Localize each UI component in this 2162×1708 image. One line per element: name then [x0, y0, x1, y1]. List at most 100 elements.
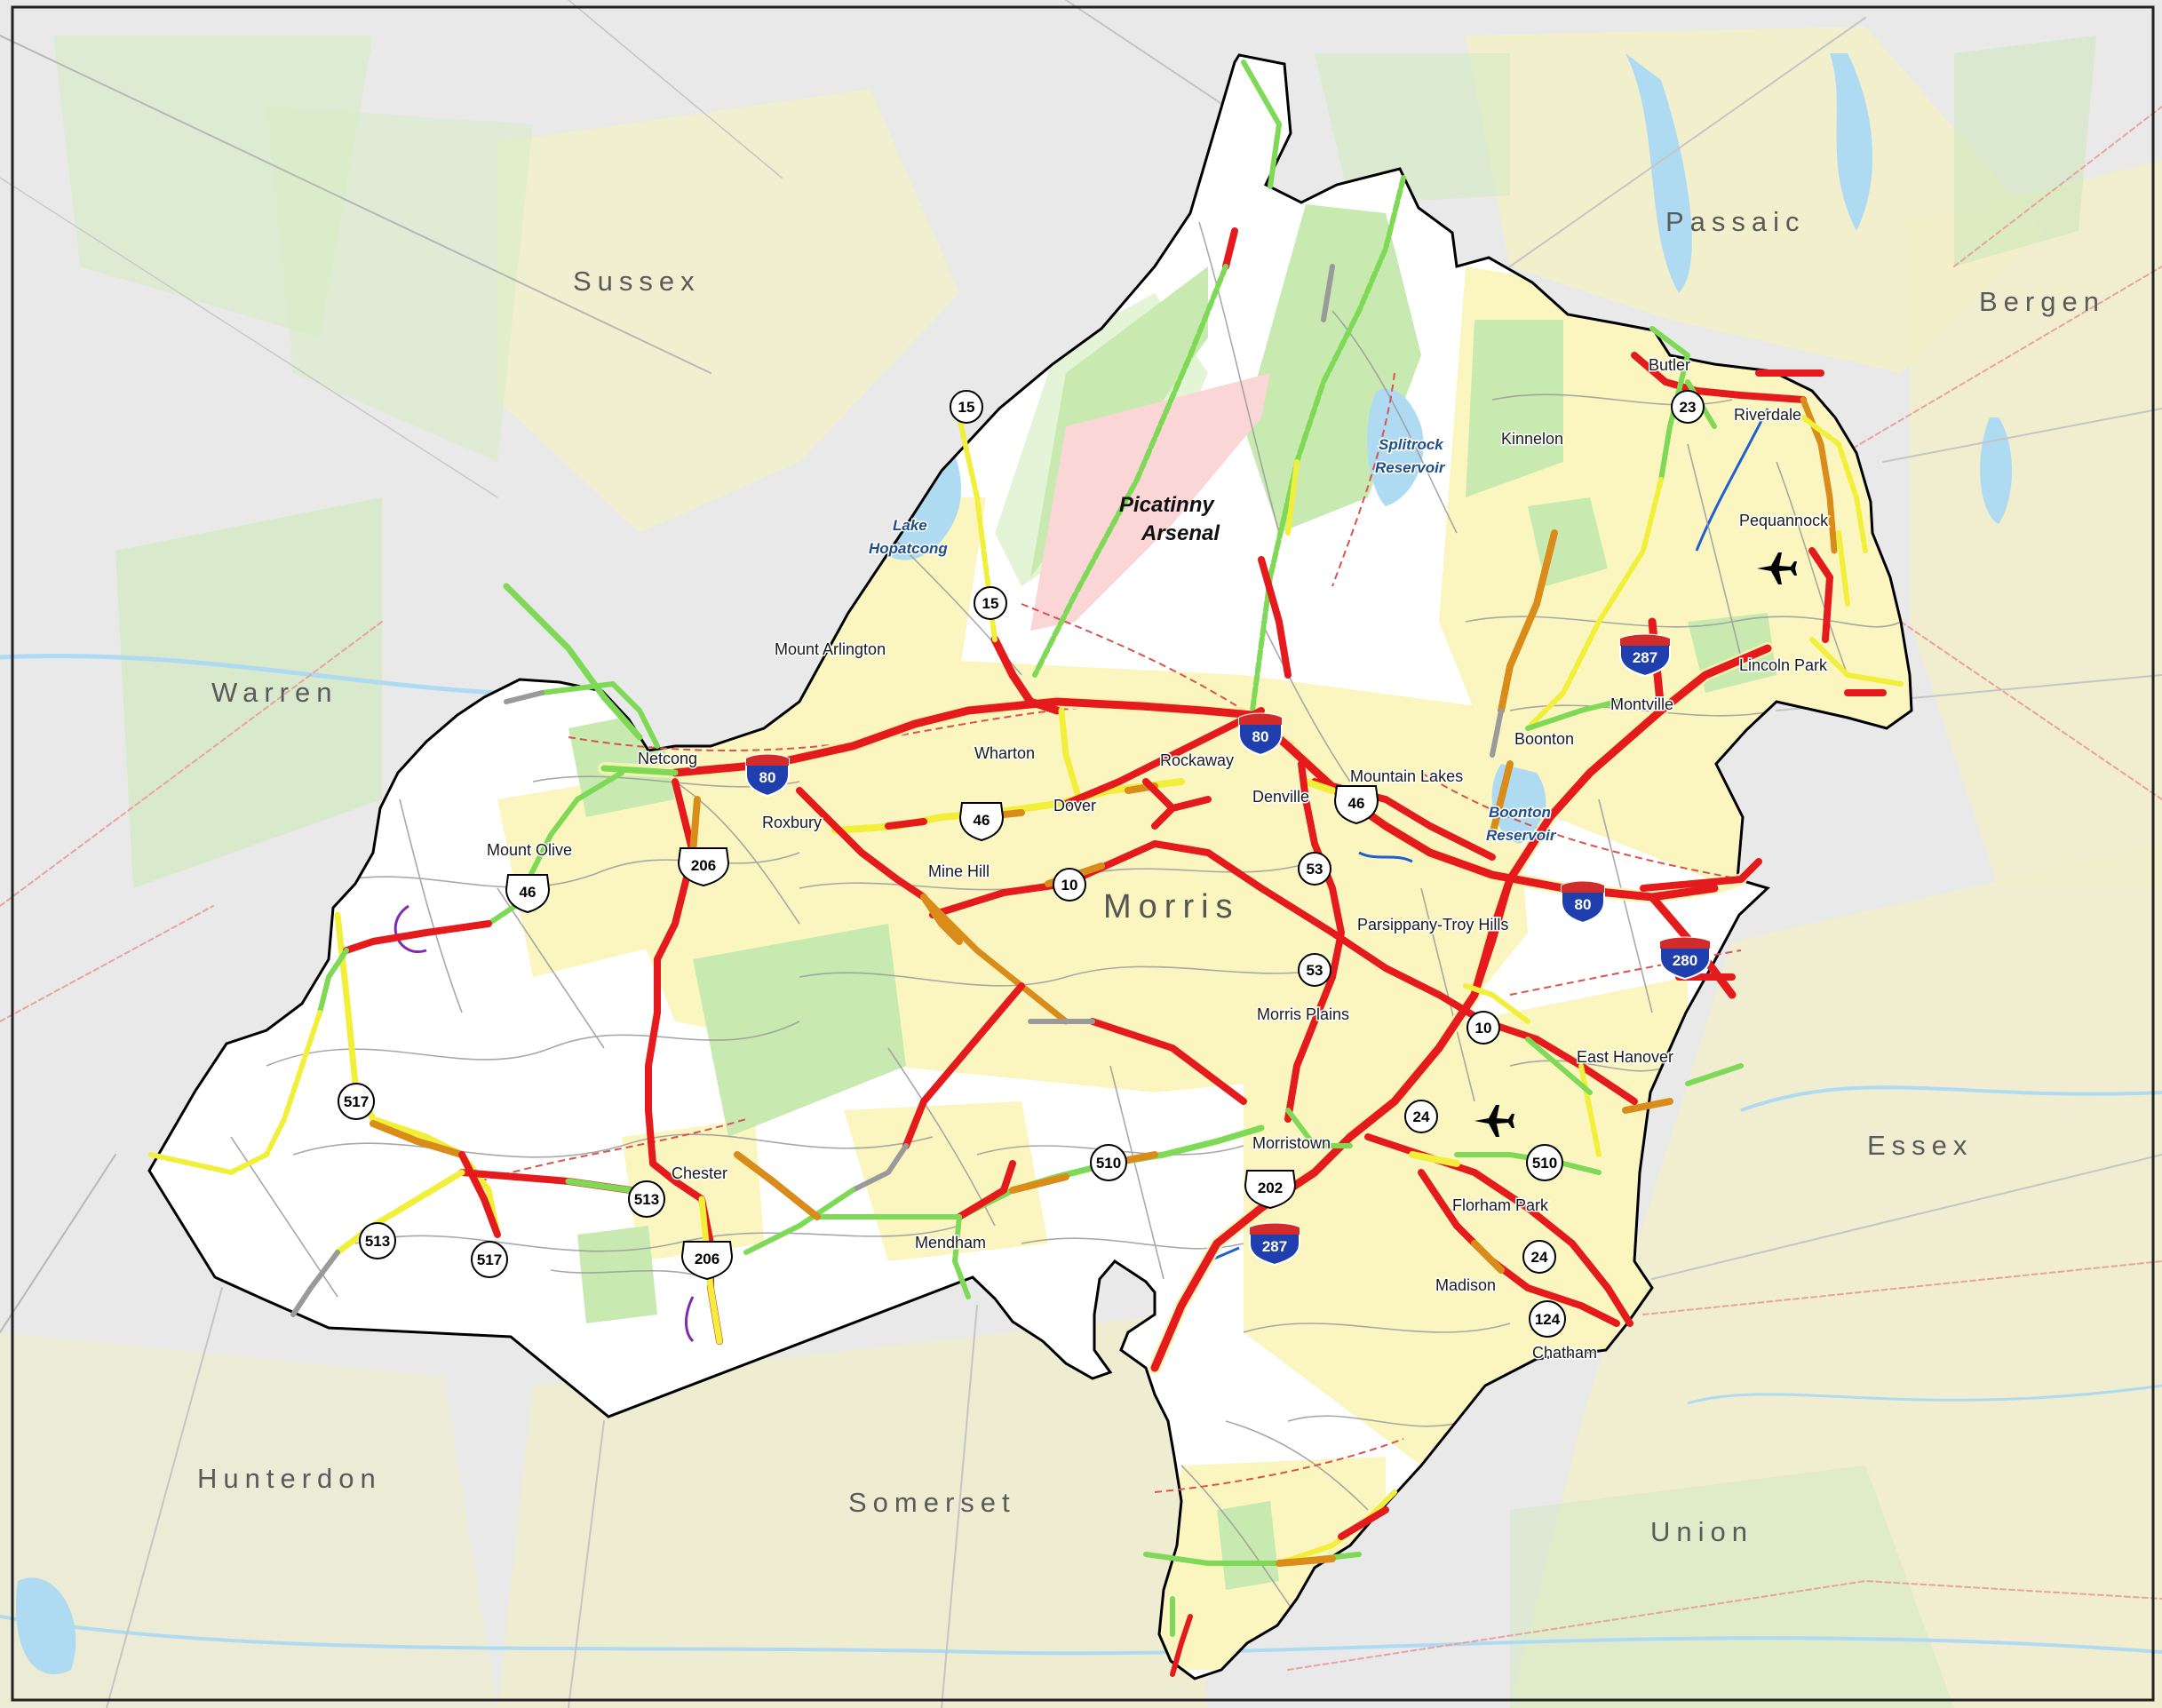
- place-denville: Denville: [1252, 788, 1309, 806]
- place-mount-arlington: Mount Arlington: [775, 640, 886, 658]
- place-montville: Montville: [1610, 695, 1673, 713]
- county-label-sussex: Sussex: [573, 266, 701, 297]
- place-parsippany: Parsippany-Troy Hills: [1357, 916, 1508, 933]
- regional-land-cover: [0, 27, 2162, 1708]
- place-netcong: Netcong: [638, 750, 697, 767]
- route-shield-513: 513: [628, 1180, 665, 1218]
- interstate-shield-287: 287: [1249, 1222, 1300, 1267]
- route517-corridor: [334, 911, 501, 1238]
- place-rockaway: Rockaway: [1160, 751, 1234, 769]
- svg-text:80: 80: [1575, 896, 1592, 913]
- airport-icon: [1474, 1105, 1514, 1137]
- place-kinnelon: Kinnelon: [1501, 430, 1563, 448]
- svg-text:Picatinny: Picatinny: [1119, 493, 1215, 517]
- svg-text:80: 80: [1252, 728, 1269, 745]
- svg-text:510: 510: [1532, 1155, 1557, 1172]
- county-label-passaic: Passaic: [1665, 206, 1806, 237]
- svg-text:53: 53: [1307, 962, 1323, 979]
- us-route-shield-46: 46: [505, 874, 551, 914]
- us-route-shield-46: 46: [1333, 785, 1379, 825]
- route-shield-24: 24: [1404, 1100, 1438, 1133]
- place-florham-park: Florham Park: [1452, 1196, 1549, 1214]
- place-mount-olive: Mount Olive: [487, 841, 572, 859]
- svg-text:46: 46: [520, 884, 537, 901]
- place-mine-hill: Mine Hill: [928, 862, 990, 880]
- airport-icon: [1757, 552, 1797, 584]
- us-route-shields: 46 46 46 206 206 202: [505, 785, 1379, 1281]
- svg-text:517: 517: [477, 1251, 502, 1268]
- splitrock-reservoir-label-2: Reservoir: [1375, 459, 1446, 476]
- route-shield-15: 15: [974, 586, 1007, 620]
- place-chatham: Chatham: [1532, 1344, 1597, 1362]
- svg-text:46: 46: [1348, 795, 1365, 812]
- interstate-shield-280: 280: [1659, 936, 1711, 981]
- county-label-bergen: Bergen: [1979, 286, 2105, 317]
- place-lincoln-park: Lincoln Park: [1739, 656, 1828, 674]
- place-wharton: Wharton: [974, 744, 1035, 762]
- place-morristown: Morristown: [1252, 1134, 1331, 1152]
- svg-text:206: 206: [695, 1251, 719, 1267]
- svg-text:23: 23: [1680, 399, 1697, 416]
- route15-corridor: [990, 635, 1061, 715]
- us-route-shield-46: 46: [958, 802, 1005, 842]
- rail-lines: [479, 372, 1742, 1493]
- route-shield-513: 513: [359, 1222, 396, 1259]
- us-route-shield-202: 202: [1244, 1170, 1297, 1210]
- morris-county-boundary: [147, 53, 1913, 1680]
- place-riverdale: Riverdale: [1734, 406, 1801, 424]
- svg-text:124: 124: [1535, 1311, 1561, 1328]
- place-mountain-lakes: Mountain Lakes: [1350, 767, 1463, 785]
- us-route-shield-206: 206: [680, 1241, 734, 1281]
- interstate-shield-80: 80: [745, 753, 790, 798]
- i287-corridor: [1150, 644, 1772, 1372]
- place-mendham: Mendham: [915, 1234, 986, 1251]
- place-east-hanover: East Hanover: [1577, 1048, 1673, 1066]
- boonton-reservoir-label-2: Reservoir: [1486, 827, 1557, 844]
- neighbor-county-labels: Sussex Passaic Bergen Warren Essex Hunte…: [197, 206, 2105, 1547]
- svg-text:513: 513: [634, 1191, 659, 1208]
- route-shield-53: 53: [1298, 953, 1331, 987]
- county-label-essex: Essex: [1867, 1130, 1973, 1161]
- route-shield-10: 10: [1467, 1011, 1500, 1045]
- svg-text:287: 287: [1633, 649, 1657, 666]
- boonton-reservoir-label: Boonton: [1489, 804, 1551, 821]
- county-label-hunterdon: Hunterdon: [197, 1463, 382, 1494]
- route-shield-53: 53: [1298, 852, 1331, 886]
- place-pequannock: Pequannock: [1739, 512, 1829, 529]
- picatinny-arsenal-label: Picatinny Arsenal: [1119, 493, 1220, 545]
- lake-hopatcong-label-2: Hopatcong: [869, 540, 948, 557]
- county-label-somerset: Somerset: [848, 1487, 1016, 1518]
- route-shield-24: 24: [1522, 1240, 1556, 1274]
- svg-text:510: 510: [1096, 1155, 1121, 1172]
- svg-text:46: 46: [974, 812, 990, 829]
- svg-text:513: 513: [365, 1233, 390, 1250]
- svg-text:10: 10: [1061, 877, 1078, 894]
- county-label-union: Union: [1650, 1516, 1753, 1547]
- route-shield-15: 15: [950, 390, 983, 424]
- map-border: [11, 5, 2155, 1702]
- place-labels: Butler Riverdale Kinnelon Pequannock Lin…: [486, 355, 1831, 1363]
- svg-text:202: 202: [1258, 1180, 1283, 1196]
- svg-text:24: 24: [1531, 1249, 1548, 1266]
- place-morris-plains: Morris Plains: [1257, 1005, 1349, 1023]
- county-label-warren: Warren: [211, 677, 338, 708]
- svg-text:Arsenal: Arsenal: [1141, 521, 1220, 545]
- svg-text:15: 15: [982, 595, 999, 612]
- route-shield-23: 23: [1671, 390, 1705, 424]
- place-roxbury: Roxbury: [762, 814, 822, 831]
- svg-text:517: 517: [344, 1093, 369, 1110]
- svg-text:15: 15: [958, 399, 975, 416]
- route-shield-517: 517: [338, 1083, 375, 1120]
- place-dover: Dover: [1053, 797, 1096, 814]
- route-shield-517: 517: [471, 1241, 508, 1278]
- place-chester: Chester: [672, 1164, 727, 1182]
- interstate-shield-287: 287: [1619, 633, 1671, 678]
- lake-hopatcong-label: Lake: [893, 517, 927, 534]
- interstate-shields: 80 80 80 287 287 280: [745, 633, 1711, 1267]
- svg-text:53: 53: [1307, 861, 1323, 878]
- county-land-cover: [393, 204, 1912, 1670]
- county-label-morris: Morris: [1103, 888, 1240, 925]
- interstate-shield-80: 80: [1238, 712, 1283, 757]
- route-shield-10: 10: [1053, 868, 1086, 902]
